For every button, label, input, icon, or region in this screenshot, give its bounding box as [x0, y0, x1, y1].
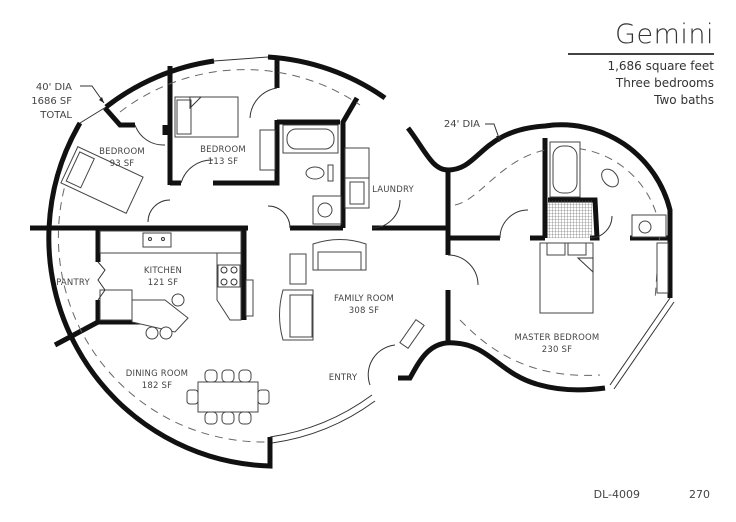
title-divider — [568, 53, 714, 55]
door-swings — [97, 87, 613, 386]
master-tub — [549, 141, 581, 198]
room-area-master-bedroom: 230 SF — [542, 345, 572, 355]
large-dome-outer-wall — [46, 54, 387, 469]
bedroom-2-dresser — [259, 129, 276, 171]
master-toilet — [601, 168, 619, 188]
room-label-entry: ENTRY — [329, 373, 358, 383]
plan-title: Gemini — [615, 19, 714, 50]
footer: DL-4009 270 — [594, 488, 710, 501]
sofa — [312, 239, 367, 271]
svg-text:1686 SF: 1686 SF — [31, 96, 72, 107]
shower-floor — [547, 200, 592, 238]
svg-text:40' DIA: 40' DIA — [36, 82, 72, 93]
bedroom-count: Three bedrooms — [615, 76, 714, 90]
svg-text:24' DIA: 24' DIA — [444, 119, 480, 130]
square-feet: 1,686 square feet — [607, 59, 714, 73]
small-dome-outer-wall — [398, 122, 675, 393]
room-area-bedroom-2: 113 SF — [208, 157, 238, 167]
master-dresser — [656, 242, 669, 294]
room-label-laundry: LAUNDRY — [372, 185, 414, 195]
svg-text:TOTAL: TOTAL — [39, 110, 72, 121]
entry-bench — [399, 318, 425, 350]
bedroom-2-bed — [174, 96, 239, 138]
end-table — [289, 253, 307, 285]
room-area-kitchen: 121 SF — [148, 278, 178, 288]
master-sink — [631, 214, 667, 238]
page-number: 270 — [689, 488, 710, 501]
room-area-family-room: 308 SF — [349, 306, 379, 316]
washer-dryer — [344, 147, 370, 209]
kitchen-counters — [99, 230, 254, 340]
room-label-bedroom-1: BEDROOM — [99, 147, 145, 157]
arrow-icon — [496, 136, 501, 142]
room-label-bedroom-2: BEDROOM — [200, 145, 246, 155]
title-block: Gemini 1,686 square feet Three bedrooms … — [568, 19, 714, 109]
interior-walls — [30, 58, 670, 348]
room-label-master-bedroom: MASTER BEDROOM — [515, 333, 600, 343]
small-dome-annotation: 24' DIA — [444, 119, 501, 142]
large-dome-annotation: 40' DIA 1686 SF TOTAL — [31, 82, 105, 121]
master-bed — [539, 242, 594, 314]
toilet — [305, 164, 334, 182]
arrow-icon — [99, 97, 104, 103]
plan-specs: 1,686 square feet Three bedrooms Two bat… — [607, 58, 714, 109]
room-label-dining-room: DINING ROOM — [126, 369, 188, 379]
room-label-kitchen: KITCHEN — [144, 266, 182, 276]
dining-table — [186, 369, 270, 425]
bathroom-sink — [312, 195, 342, 225]
bath-count: Two baths — [654, 93, 714, 107]
dome-riser-lines — [57, 69, 661, 443]
loveseat — [279, 289, 314, 341]
bathtub — [282, 124, 339, 154]
plan-code: DL-4009 — [593, 488, 640, 501]
room-label-family-room: FAMILY ROOM — [334, 294, 394, 304]
room-area-bedroom-1: 93 SF — [110, 159, 135, 169]
room-area-dining-room: 182 SF — [142, 381, 172, 391]
room-label-pantry: PANTRY — [56, 278, 90, 288]
bedroom-1-bed — [60, 145, 144, 215]
